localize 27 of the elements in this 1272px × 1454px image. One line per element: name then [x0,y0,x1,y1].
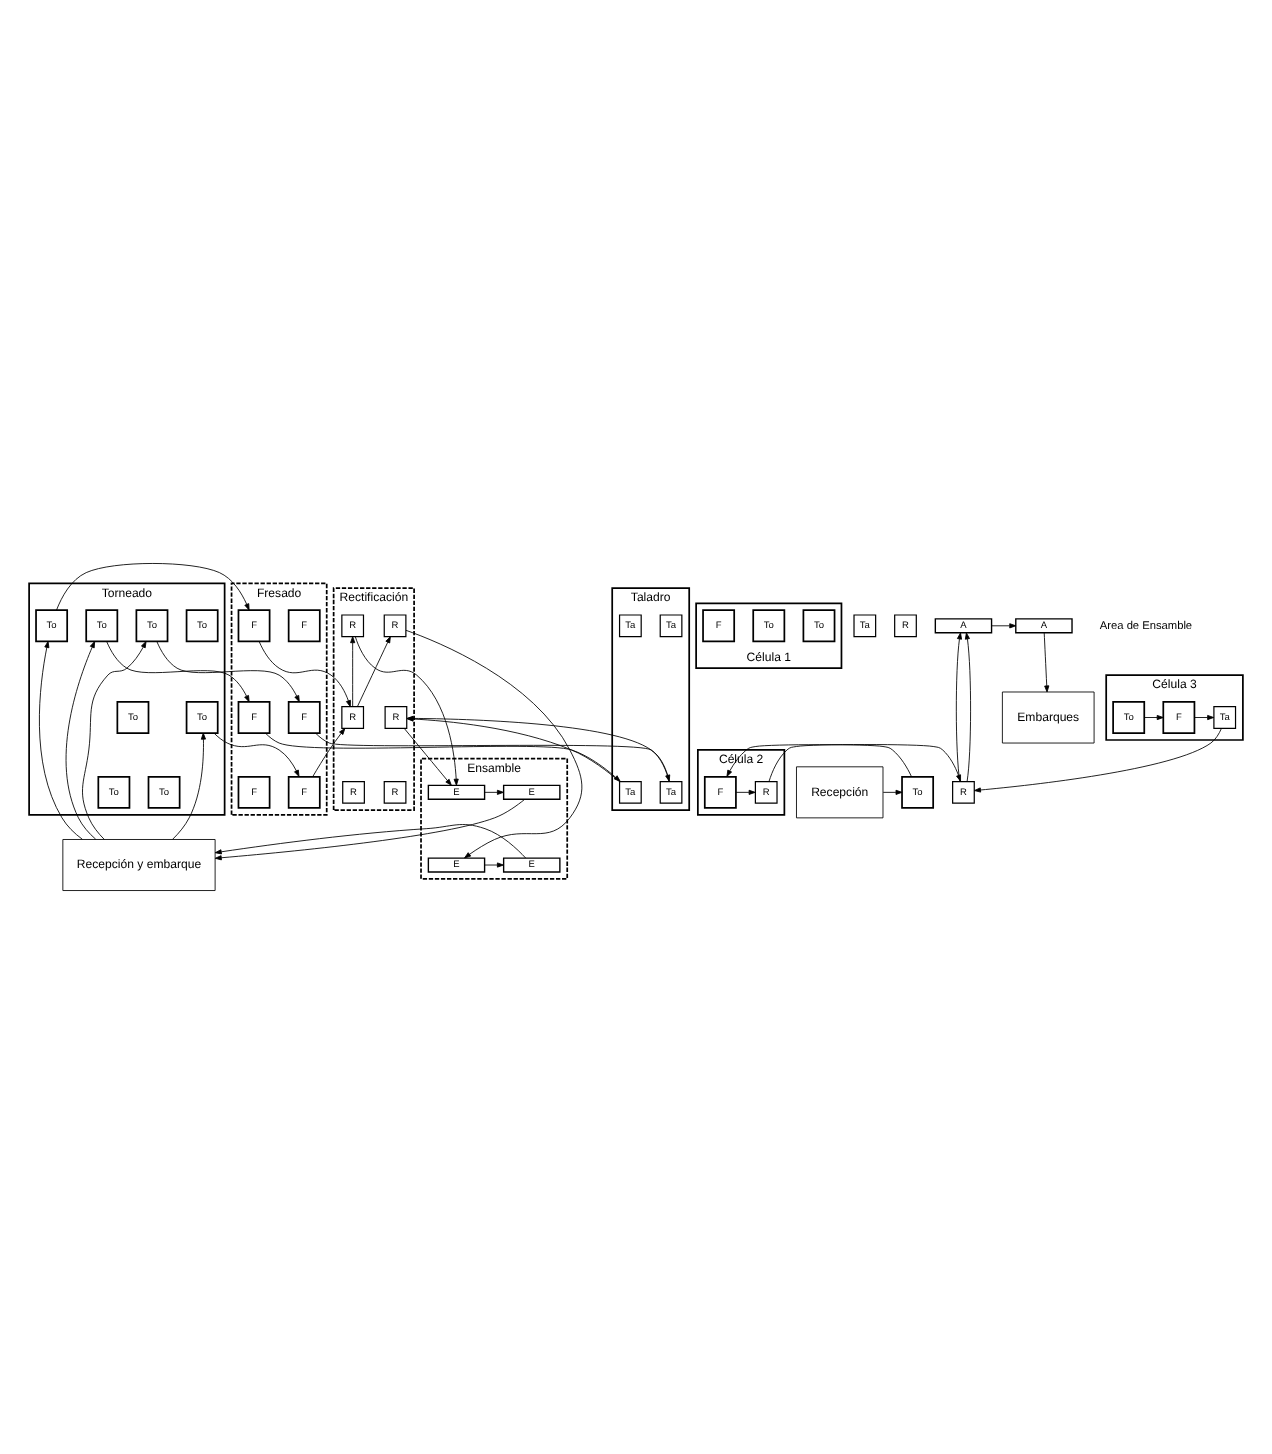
arrow [312,728,346,778]
arrow [964,632,972,782]
arrow [356,636,391,708]
arrow [56,563,250,611]
arrow [156,641,300,703]
arrow [726,744,912,777]
arrow [106,641,250,703]
arrow [1194,714,1215,721]
arrow [213,732,300,777]
arrow [882,789,903,795]
arrow [354,636,459,786]
arrow [1043,632,1050,693]
arrow [974,728,1222,793]
arrow [258,641,351,708]
arrow [350,636,356,708]
arrow [214,824,527,859]
arrow [403,728,452,786]
arrow [484,862,504,868]
arrow [1143,714,1164,721]
arrow [214,798,526,861]
arrow [265,732,621,782]
arrow [82,641,147,840]
arrow [735,789,756,795]
arrow [65,641,97,840]
arrow [39,641,83,840]
arrow [484,789,504,795]
arrow [991,623,1017,629]
